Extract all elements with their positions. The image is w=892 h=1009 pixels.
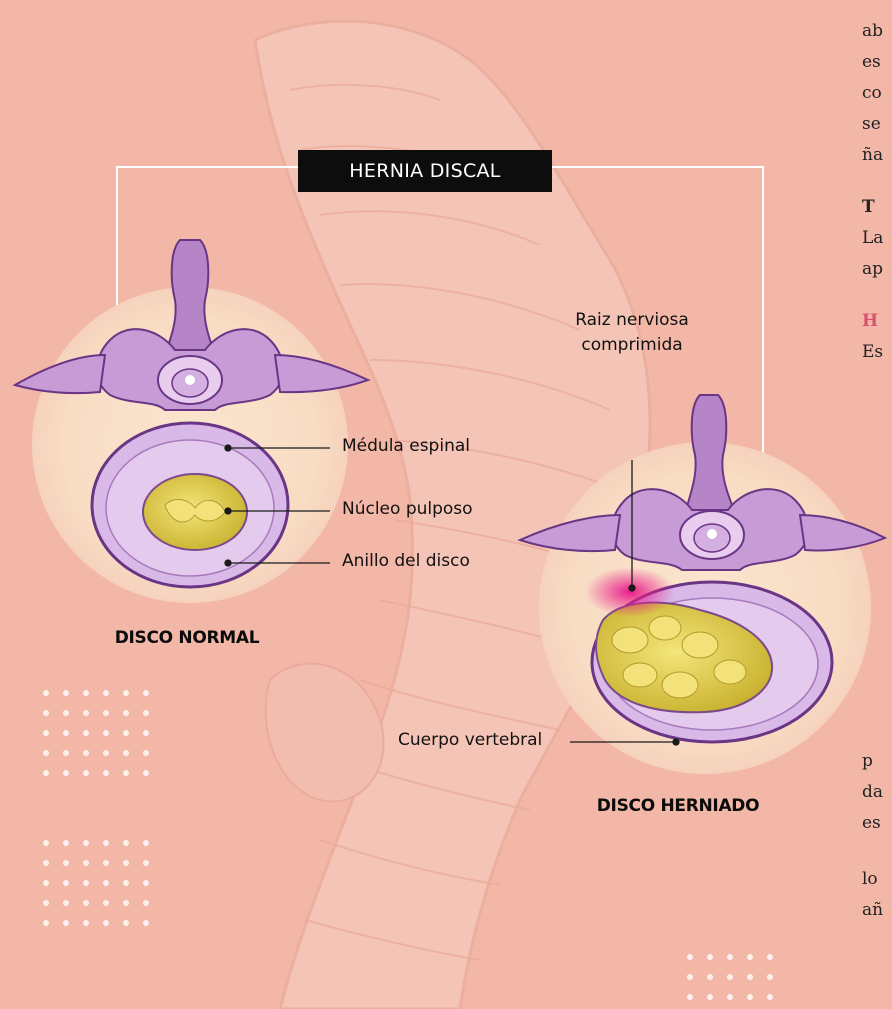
label-vertebral-body: Cuerpo vertebral (398, 730, 542, 750)
label-nerve-root-line2: comprimida (581, 335, 682, 355)
diagram-title: HERNIA DISCAL (298, 150, 552, 192)
side-line: lo (862, 864, 878, 895)
normal-disc-illustration (15, 240, 368, 603)
side-text-column: ab es co se ña T La ap H Es p da es lo a… (855, 0, 892, 1009)
dot-grid-1 (43, 690, 149, 776)
side-line: añ (862, 895, 883, 926)
side-line: es (862, 47, 881, 78)
side-line: es (862, 808, 881, 839)
side-line: se (862, 109, 881, 140)
side-line: p (862, 746, 873, 777)
side-line: ap (862, 254, 883, 285)
side-line: ab (862, 16, 883, 47)
caption-normal-disc: DISCO NORMAL (115, 628, 260, 648)
caption-herniated-disc: DISCO HERNIADO (597, 796, 760, 816)
side-line: ña (862, 140, 883, 171)
side-line: co (862, 78, 882, 109)
dot-grid-3 (687, 954, 773, 1000)
side-heading: T (862, 192, 875, 223)
side-line: La (862, 223, 883, 254)
dot-grid-2 (43, 840, 149, 926)
label-ring: Anillo del disco (342, 551, 470, 571)
label-spinal-cord: Médula espinal (342, 436, 470, 456)
side-line: da (862, 777, 883, 808)
side-line: Es (862, 337, 883, 368)
label-nucleus: Núcleo pulposo (342, 499, 473, 519)
side-heading-pink: H (862, 306, 878, 337)
label-nerve-root-line1: Raiz nerviosa (575, 310, 689, 330)
